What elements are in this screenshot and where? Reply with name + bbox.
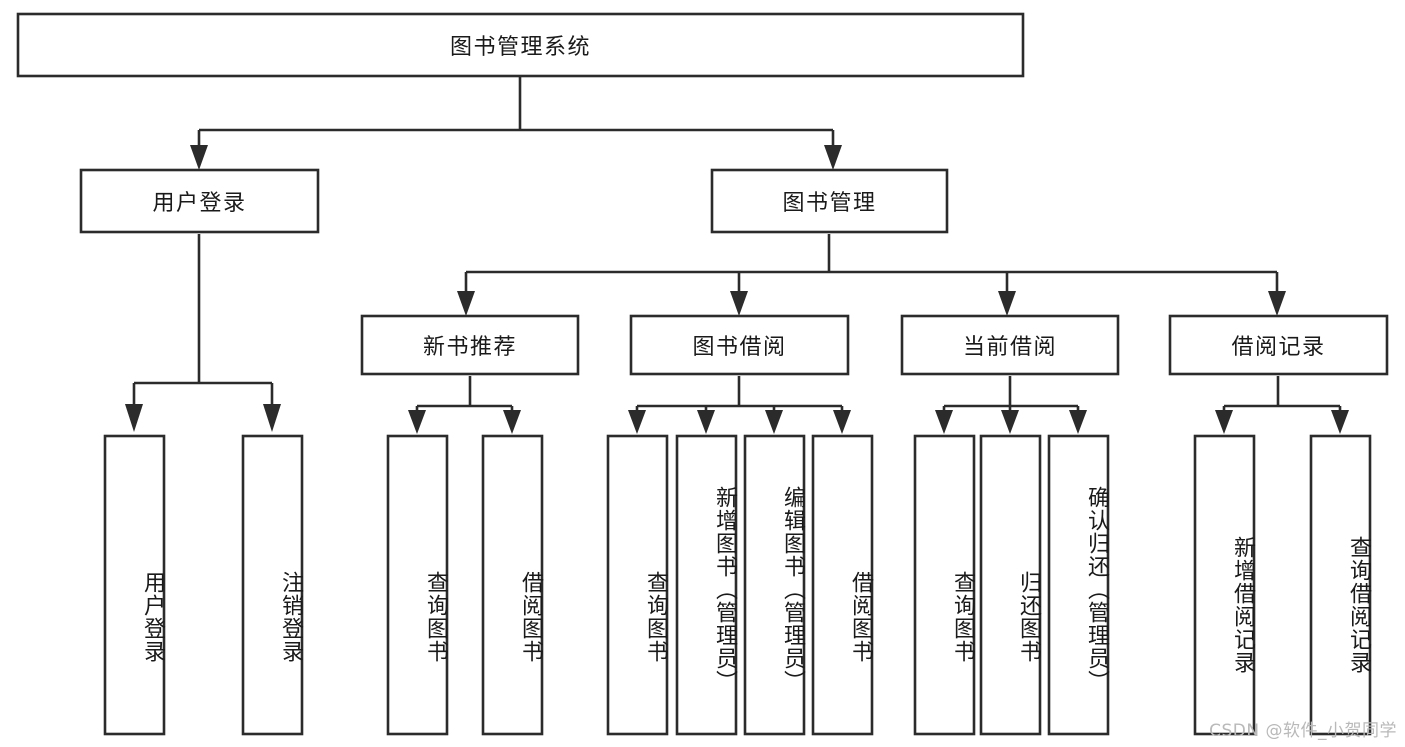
node-root[interactable] (16, 12, 1025, 78)
node-leaf-query-book-2[interactable] (606, 434, 669, 736)
arrow-leaf-add-record (1215, 410, 1233, 434)
node-book-manage[interactable] (710, 168, 949, 234)
arrow-leaf-user-login (125, 404, 143, 432)
node-leaf-return-book[interactable] (979, 434, 1042, 736)
arrow-leaf-query-book-2 (628, 410, 646, 434)
node-borrow-record[interactable] (1168, 314, 1389, 376)
node-leaf-borrow-book-2[interactable] (811, 434, 874, 736)
node-current-borrow[interactable] (900, 314, 1120, 376)
arrow-leaf-edit-book (765, 410, 783, 434)
node-leaf-user-login[interactable] (103, 434, 166, 736)
node-leaf-borrow-book-1[interactable] (481, 434, 544, 736)
connector-layer (125, 76, 1349, 434)
arrow-leaf-return-book (1001, 410, 1019, 434)
arrow-to-book-manage (824, 145, 842, 170)
arrow-leaf-confirm-return (1069, 410, 1087, 434)
arrow-to-user-login (190, 145, 208, 170)
node-leaf-query-record[interactable] (1309, 434, 1372, 736)
arrow-to-current-borrow (998, 291, 1016, 316)
node-leaf-edit-book[interactable] (743, 434, 806, 736)
node-book-borrow[interactable] (629, 314, 850, 376)
arrow-to-new-book-rec (457, 291, 475, 316)
arrow-to-book-borrow (730, 291, 748, 316)
node-leaf-confirm-return[interactable] (1047, 434, 1110, 736)
node-leaf-add-book[interactable] (675, 434, 738, 736)
arrow-leaf-borrow-book-2 (833, 410, 851, 434)
node-new-book-rec[interactable] (360, 314, 580, 376)
node-layer (16, 12, 1389, 736)
arrow-leaf-borrow-book-1 (503, 410, 521, 434)
arrow-leaf-query-book-1 (408, 410, 426, 434)
node-leaf-user-logout[interactable] (241, 434, 304, 736)
node-leaf-query-book-3[interactable] (913, 434, 976, 736)
node-leaf-add-record[interactable] (1193, 434, 1256, 736)
arrow-leaf-add-book (697, 410, 715, 434)
arrow-leaf-query-record (1331, 410, 1349, 434)
node-user-login[interactable] (79, 168, 320, 234)
arrow-leaf-query-book-3 (935, 410, 953, 434)
node-leaf-query-book-1[interactable] (386, 434, 449, 736)
arrow-to-borrow-record (1268, 291, 1286, 316)
arrow-leaf-user-logout (263, 404, 281, 432)
